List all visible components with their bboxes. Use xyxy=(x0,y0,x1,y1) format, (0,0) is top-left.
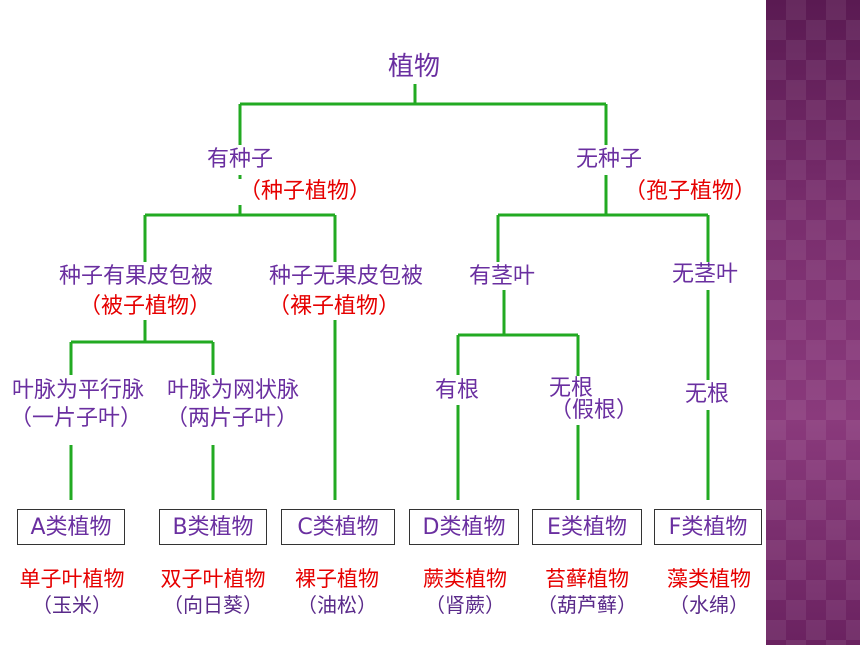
class-d-box: D类植物 xyxy=(409,509,519,545)
dicot-cotyledon-note: （两片子叶） xyxy=(163,406,301,432)
example-f-sample: （水绵） xyxy=(669,593,749,617)
has-root-label: 有根 xyxy=(432,378,482,404)
example-d: 蕨类植物 （肾蕨） xyxy=(395,566,535,618)
gymnosperm-group: （裸子植物） xyxy=(265,294,403,320)
angiosperm-group: （被子植物） xyxy=(76,294,214,320)
class-f-box: F类植物 xyxy=(654,509,762,545)
class-b-box: B类植物 xyxy=(159,509,267,545)
class-e-box: E类植物 xyxy=(532,509,642,545)
angiosperm-label: 种子有果皮包被 xyxy=(56,264,216,290)
example-b-sample: （向日葵） xyxy=(163,593,263,617)
net-vein-label: 叶脉为网状脉 xyxy=(164,378,302,404)
example-e-sample: （葫芦藓） xyxy=(537,593,637,617)
example-c-sample: （油松） xyxy=(297,593,377,617)
example-e-name: 苔藓植物 xyxy=(545,567,629,591)
example-c-name: 裸子植物 xyxy=(295,567,379,591)
no-root-label: 无根 xyxy=(546,376,596,402)
decorative-side-band xyxy=(766,0,860,645)
example-b-name: 双子叶植物 xyxy=(160,567,266,591)
example-a-sample: （玉米） xyxy=(32,593,112,617)
class-c-box: C类植物 xyxy=(281,509,395,545)
false-root-note: （假根） xyxy=(547,398,641,424)
spore-plant-group: （孢子植物） xyxy=(621,179,759,205)
seed-plant-group: （种子植物） xyxy=(236,179,374,205)
example-b: 双子叶植物 （向日葵） xyxy=(143,566,283,618)
example-c: 裸子植物 （油松） xyxy=(267,566,407,618)
has-stem-leaf-label: 有茎叶 xyxy=(466,264,538,290)
example-d-sample: （肾蕨） xyxy=(425,593,505,617)
gymnosperm-label: 种子无果皮包被 xyxy=(266,264,426,290)
example-e: 苔藓植物 （葫芦藓） xyxy=(517,566,657,618)
example-d-name: 蕨类植物 xyxy=(423,567,507,591)
example-a: 单子叶植物 （玉米） xyxy=(2,566,142,618)
monocot-cotyledon-note: （一片子叶） xyxy=(7,406,145,432)
parallel-vein-label: 叶脉为平行脉 xyxy=(9,378,147,404)
has-seed-label: 有种子 xyxy=(204,147,276,173)
example-a-name: 单子叶植物 xyxy=(19,567,125,591)
example-f-name: 藻类植物 xyxy=(667,567,751,591)
no-root-label-2: 无根 xyxy=(682,382,732,408)
example-f: 藻类植物 （水绵） xyxy=(639,566,779,618)
class-a-box: A类植物 xyxy=(17,509,125,545)
no-seed-label: 无种子 xyxy=(573,147,645,173)
no-stem-leaf-label: 无茎叶 xyxy=(669,262,741,288)
root-label: 植物 xyxy=(385,52,443,82)
